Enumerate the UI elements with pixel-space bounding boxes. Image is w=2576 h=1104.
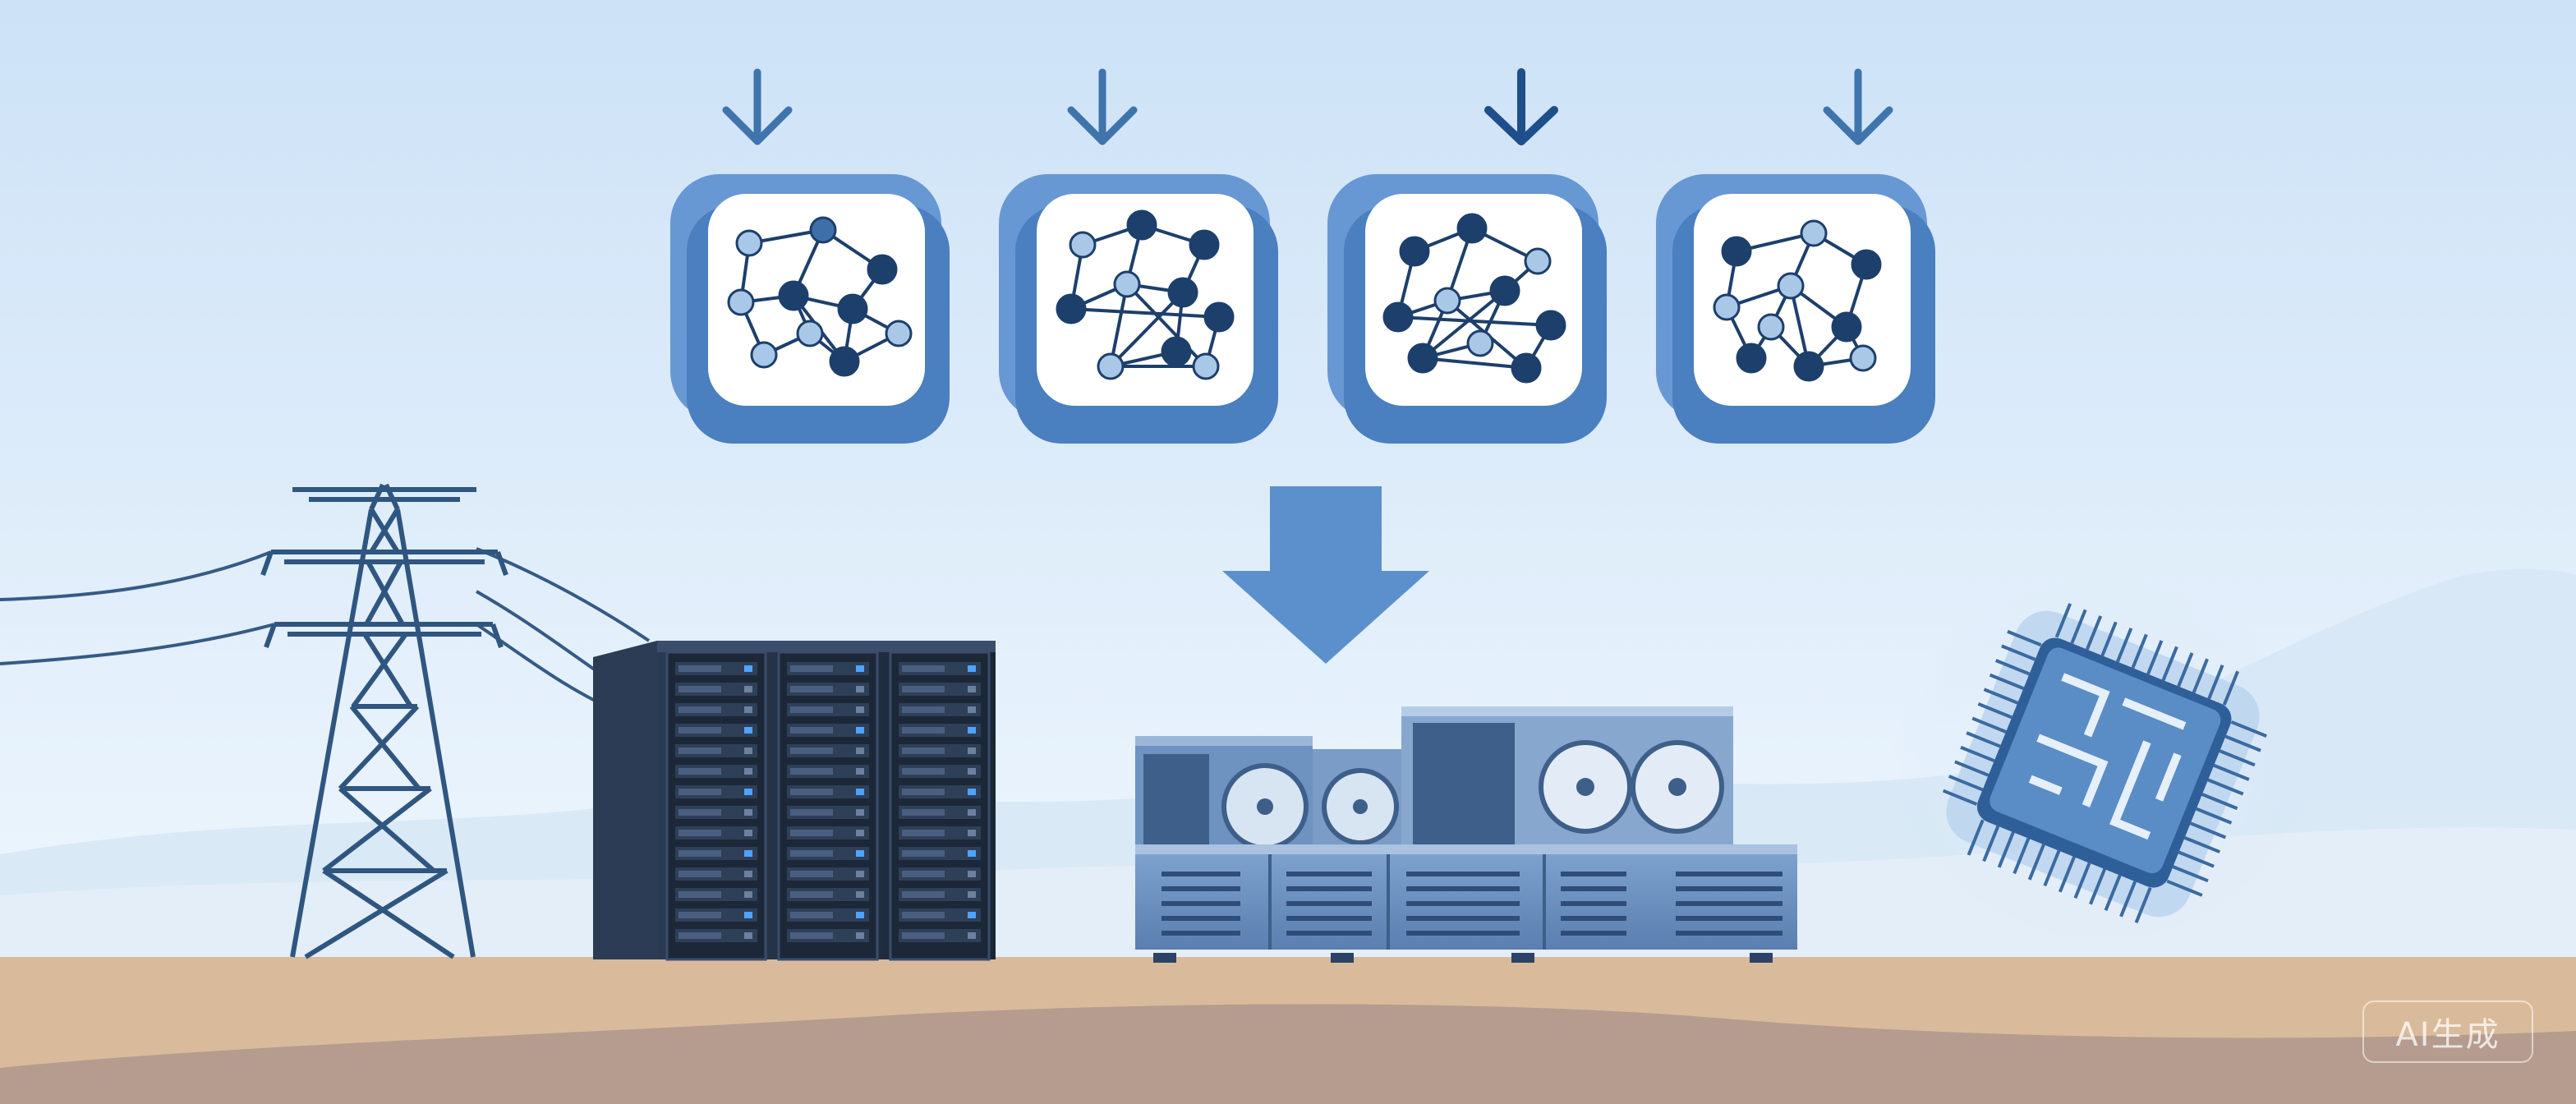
network-graph-icon	[999, 174, 1278, 444]
cooling-unit-icon	[1135, 706, 1797, 963]
ground-foreground	[0, 1004, 2576, 1104]
network-graph-icon	[670, 174, 950, 444]
arrow-down-icon	[1067, 68, 1138, 145]
power-tower-icon	[260, 483, 508, 959]
microchip-icon	[1889, 575, 2316, 953]
watermark-label: AI生成	[2362, 1000, 2533, 1063]
arrow-down-icon	[722, 68, 793, 145]
large-arrow-down-icon	[1222, 486, 1429, 664]
arrow-down-icon	[1823, 68, 1893, 145]
server-rack-icon	[593, 641, 996, 961]
network-graph-icon	[1656, 174, 1935, 444]
network-graph-icon	[1327, 174, 1607, 444]
arrow-down-icon	[1484, 68, 1558, 145]
